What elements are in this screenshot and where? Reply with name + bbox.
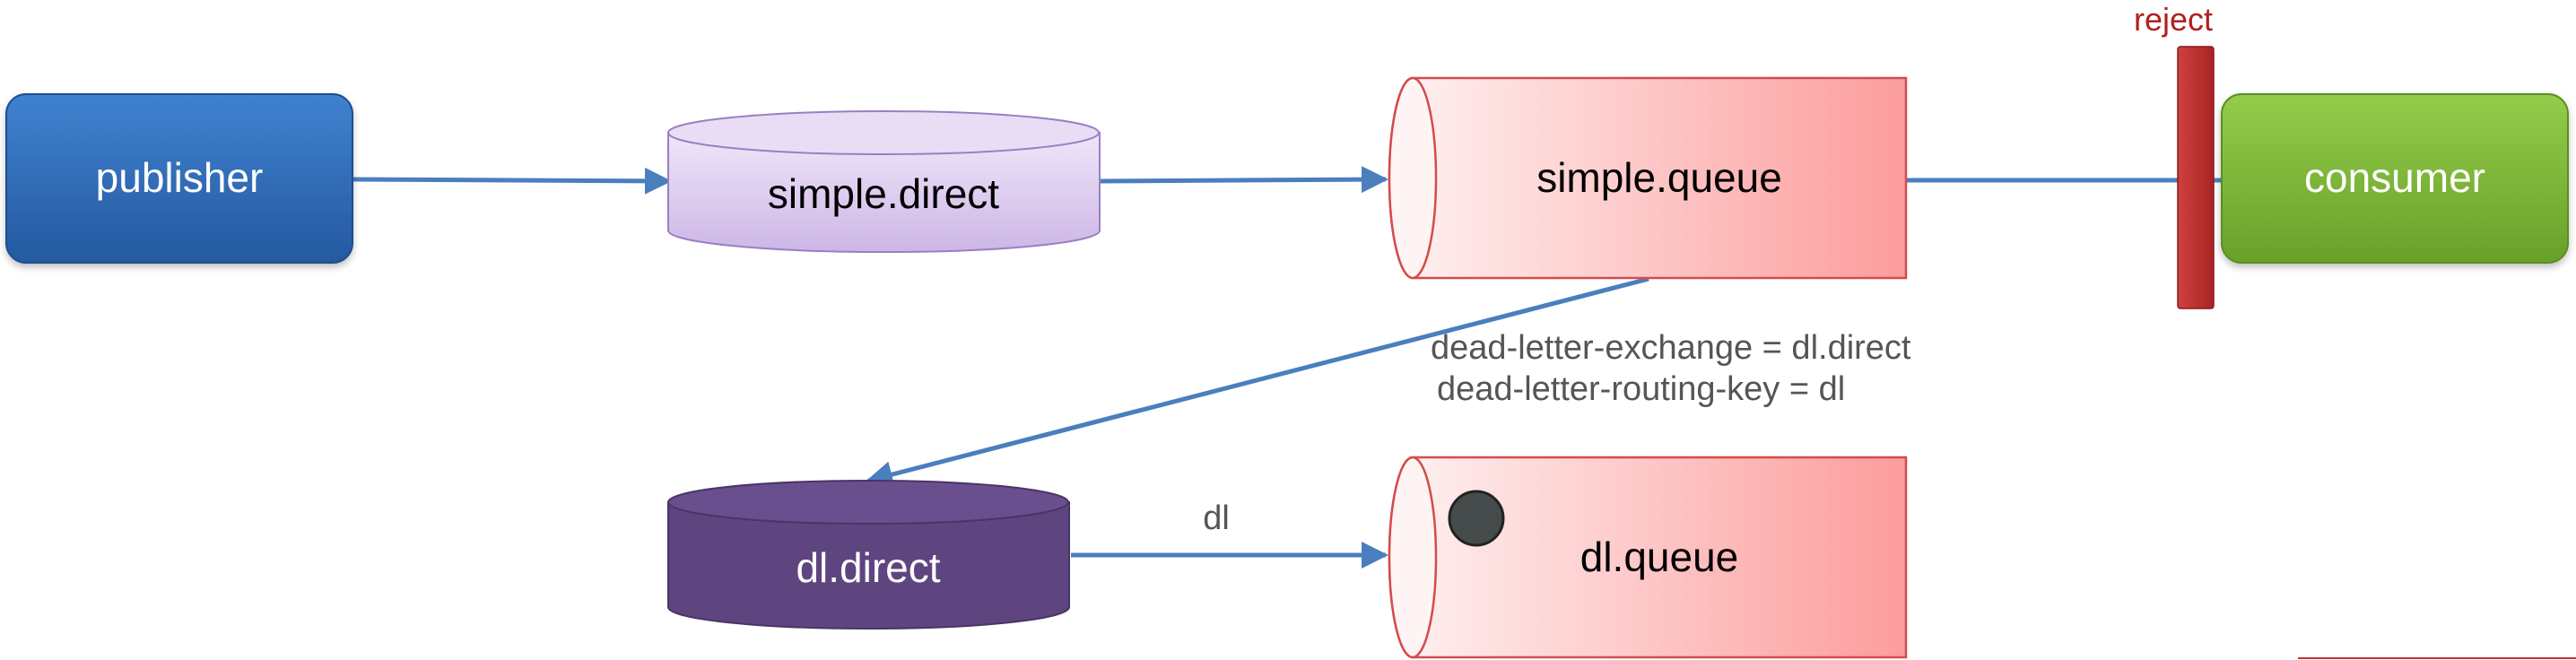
consumer-node <box>2221 93 2569 264</box>
dead-letter-routing-key-text: dead-letter-routing-key = dl <box>1437 370 1845 408</box>
simple-direct-label: simple.direct <box>768 170 999 217</box>
dl-direct-label: dl.direct <box>796 544 940 591</box>
publisher-label: publisher <box>96 154 264 201</box>
routing-key-label: dl <box>1203 499 1230 537</box>
arrow-simple-direct-to-simple-queue <box>1100 166 1388 194</box>
dl-queue <box>1388 456 1908 659</box>
reject-bar <box>2177 46 2215 309</box>
arrow-simple-queue-to-dl-direct <box>866 276 1649 488</box>
dl-queue-label: dl.queue <box>1580 534 1739 580</box>
publisher-node <box>5 93 353 264</box>
simple-direct-exchange <box>667 110 1101 254</box>
simple-queue <box>1388 76 1908 280</box>
dead-letter-exchange-text: dead-letter-exchange = dl.direct <box>1431 329 1911 367</box>
consumer-label: consumer <box>2304 154 2485 201</box>
simple-queue-label: simple.queue <box>1536 154 1782 201</box>
arrow-publisher-to-simple-direct <box>352 167 672 195</box>
dl-direct-exchange <box>667 480 1070 630</box>
reject-label: reject <box>2134 1 2213 38</box>
message-dot-icon <box>1448 490 1505 547</box>
